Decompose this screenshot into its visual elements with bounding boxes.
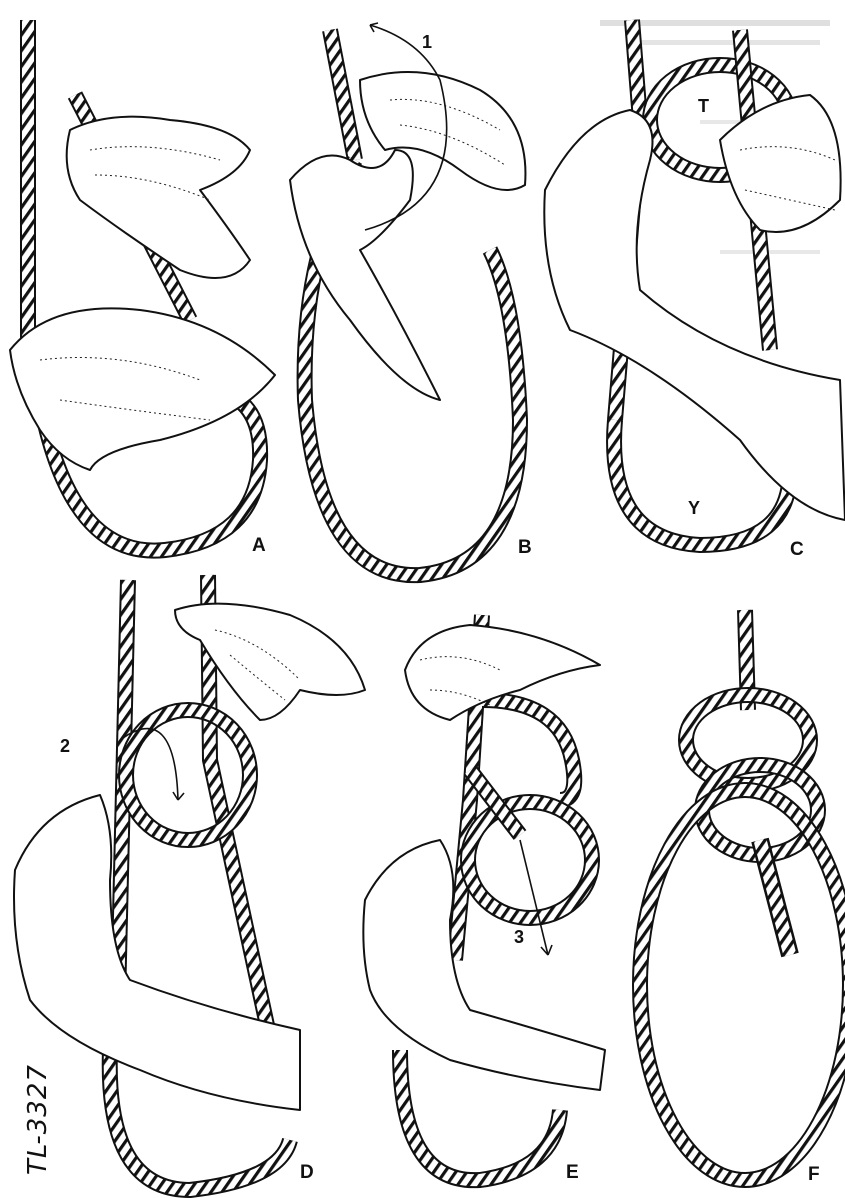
step-marker-2: 2 <box>60 736 70 756</box>
rope-bight <box>482 700 574 800</box>
figure-code: TL-3327 <box>23 1064 53 1175</box>
panel-label-b: B <box>518 537 532 558</box>
panel-label-e: E <box>566 1162 579 1183</box>
panel-label-c: C <box>790 539 804 560</box>
panel-c: T Y C <box>544 20 845 560</box>
hand-upper <box>67 117 250 278</box>
panel-label-f: F <box>808 1164 820 1185</box>
panel-a: A <box>10 20 275 556</box>
panel-b: 1 B <box>290 23 532 575</box>
panel-label-d: D <box>300 1162 314 1183</box>
hand-upper <box>720 95 841 232</box>
step-marker-3: 3 <box>514 927 524 947</box>
panel-d: 2 TL-3327 D <box>14 575 365 1190</box>
rope-label-y: Y <box>688 498 700 518</box>
panel-label-a: A <box>252 535 266 556</box>
step-marker-1: 1 <box>422 32 432 52</box>
arrow-3 <box>520 840 548 955</box>
rope-label-t: T <box>698 96 709 116</box>
panel-f: F <box>640 610 845 1185</box>
panel-e: 3 E <box>363 615 605 1183</box>
